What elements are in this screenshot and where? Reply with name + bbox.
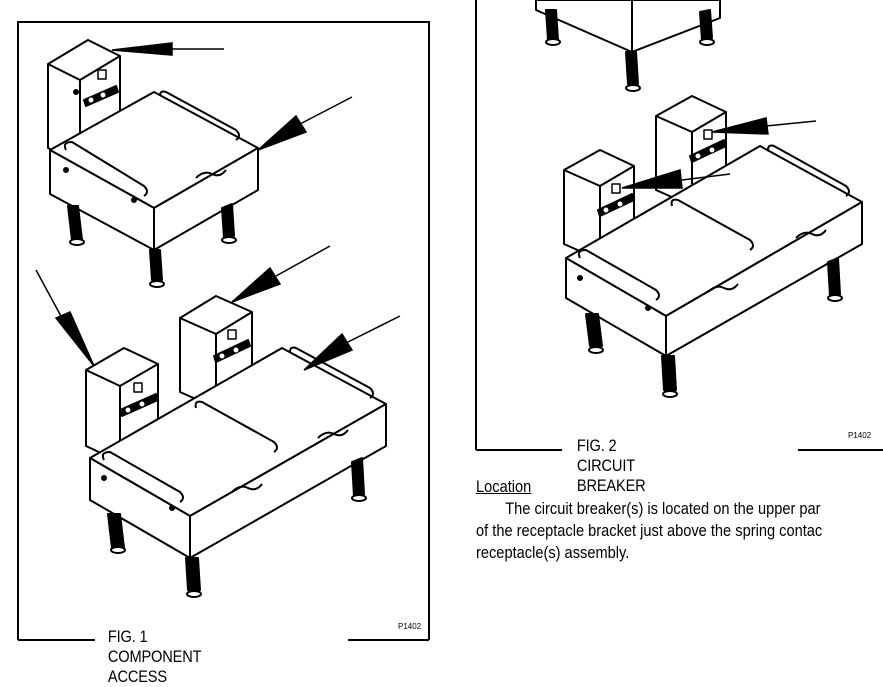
- figure-1-frame: [17, 21, 430, 641]
- cropped-warmer-illustration: [535, 0, 721, 92]
- callout-arrows-lower: [35, 245, 401, 371]
- figure-2-caption: FIG. 2 CIRCUIT BREAKER: [570, 436, 653, 496]
- circuit-breaker-arrows: [621, 117, 817, 189]
- double-warmer-illustration: [85, 295, 387, 598]
- figure-2-code: P1402: [848, 431, 872, 440]
- circuit-breaker-warmer-illustration: [563, 95, 863, 398]
- location-line-1: The circuit breaker(s) is located on the…: [505, 499, 821, 518]
- single-warmer-illustration: [47, 39, 259, 288]
- figure-2-frame: [475, 0, 883, 451]
- figure-1-code: P1402: [398, 622, 422, 631]
- callout-arrows-upper: [111, 42, 353, 151]
- location-title: Location: [476, 477, 532, 496]
- location-line-2: of the receptacle bracket just above the…: [476, 521, 823, 540]
- location-section: Location The circuit breaker(s) is locat…: [476, 476, 837, 564]
- location-line-3: receptacle(s) assembly.: [476, 543, 630, 562]
